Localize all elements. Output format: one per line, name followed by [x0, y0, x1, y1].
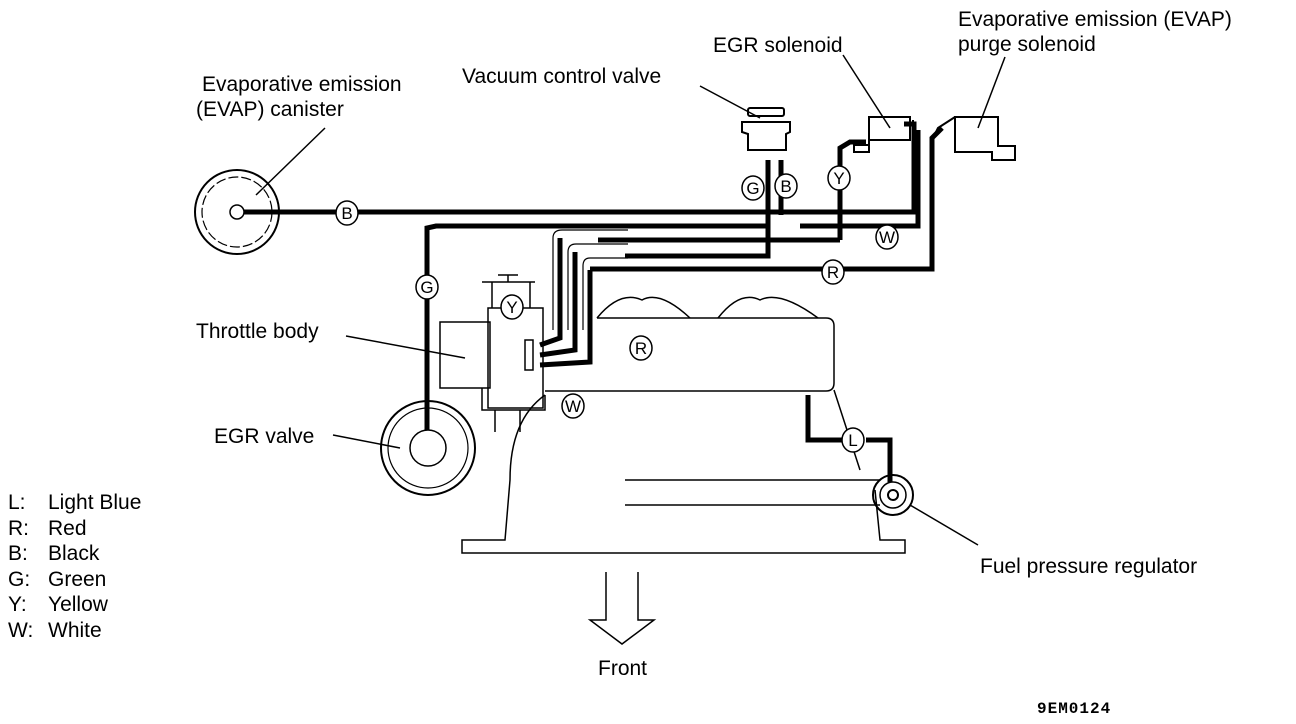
label-egr-valve: EGR valve	[214, 425, 315, 448]
intake-manifold	[461, 296, 906, 554]
hose-marker-code: B	[341, 204, 352, 223]
evap-purge-solenoid	[931, 116, 1016, 161]
hose-marker-circle	[875, 224, 899, 250]
hose-marker-circle	[774, 173, 798, 199]
hose-marker-throttle-port-w: W	[561, 393, 585, 419]
hose-marker-circle	[821, 259, 845, 285]
hose-marker-throttle-port-y: Y	[500, 294, 524, 320]
throttle-body	[439, 274, 546, 432]
hose-marker-circle	[415, 274, 439, 300]
front-arrow-icon	[587, 572, 657, 645]
hose-marker-code: R	[635, 339, 647, 358]
hose-outlines	[552, 229, 628, 330]
hose-marker-circle	[561, 393, 585, 419]
hose-marker-code: B	[780, 177, 791, 196]
egr-solenoid	[853, 116, 914, 170]
hose-marker-code: G	[746, 179, 759, 198]
hose-marker-code: G	[420, 278, 433, 297]
leader-lines	[255, 54, 1006, 546]
label-evap-canister-line1: Evaporative emission	[202, 73, 402, 96]
hose-marker-code: W	[879, 228, 895, 247]
hose-marker-circle	[741, 175, 765, 201]
color-legend: L:Light Blue R:Red B:Black G:Green Y:Yel…	[8, 490, 141, 643]
hose-marker-code: W	[565, 397, 581, 416]
label-egr-solenoid: EGR solenoid	[713, 34, 843, 57]
label-vacuum-control-valve: Vacuum control valve	[462, 65, 662, 88]
vacuum-control-valve	[741, 107, 791, 151]
label-evap-canister-line2: (EVAP) canister	[196, 98, 344, 121]
label-evap-purge-solenoid-line2: purge solenoid	[958, 33, 1096, 56]
hose-marker-intake-hose-upper: R	[821, 259, 845, 285]
hose-marker-fuel-regulator-hose: L	[841, 427, 865, 453]
hose-marker-vcv-right-hose: B	[774, 173, 798, 199]
hose-marker-intake-port-r: R	[629, 335, 653, 361]
label-fuel-pressure-regulator: Fuel pressure regulator	[980, 555, 1198, 578]
hose-marker-egr-valve-hose: G	[415, 274, 439, 300]
figure-code: 9EM0124	[1037, 700, 1112, 718]
hose-marker-code: L	[848, 431, 857, 450]
fuel-pressure-regulator	[872, 474, 914, 516]
label-evap-purge-solenoid-line1: Evaporative emission (EVAP)	[958, 8, 1232, 31]
hose-marker-egr-solenoid-hose: Y	[827, 165, 851, 191]
label-throttle-body: Throttle body	[196, 320, 319, 343]
legend-row: B:Black	[8, 542, 100, 565]
hose-marker-code: Y	[833, 169, 844, 188]
hose-marker-purge-solenoid-hose: W	[875, 224, 899, 250]
hose-marker-canister-hose: B	[335, 200, 359, 226]
legend-row: G:Green	[8, 567, 107, 591]
hose-marker-circle	[827, 165, 851, 191]
hose-markers: B G G B Y W R Y R W L	[335, 165, 899, 453]
hose-marker-code: Y	[506, 298, 517, 317]
legend-row: L:Light Blue	[8, 491, 142, 514]
hose-marker-circle	[335, 200, 359, 226]
hose-marker-circle	[629, 335, 653, 361]
hose-marker-circle	[500, 294, 524, 320]
label-front: Front	[598, 657, 648, 680]
legend-row: Y:Yellow	[8, 593, 108, 616]
hose-marker-circle	[841, 427, 865, 453]
legend-row: R:Red	[8, 516, 87, 540]
hose-marker-code: R	[827, 263, 839, 282]
legend-row: W:White	[8, 618, 102, 642]
hose-marker-vcv-left-hose: G	[741, 175, 765, 201]
